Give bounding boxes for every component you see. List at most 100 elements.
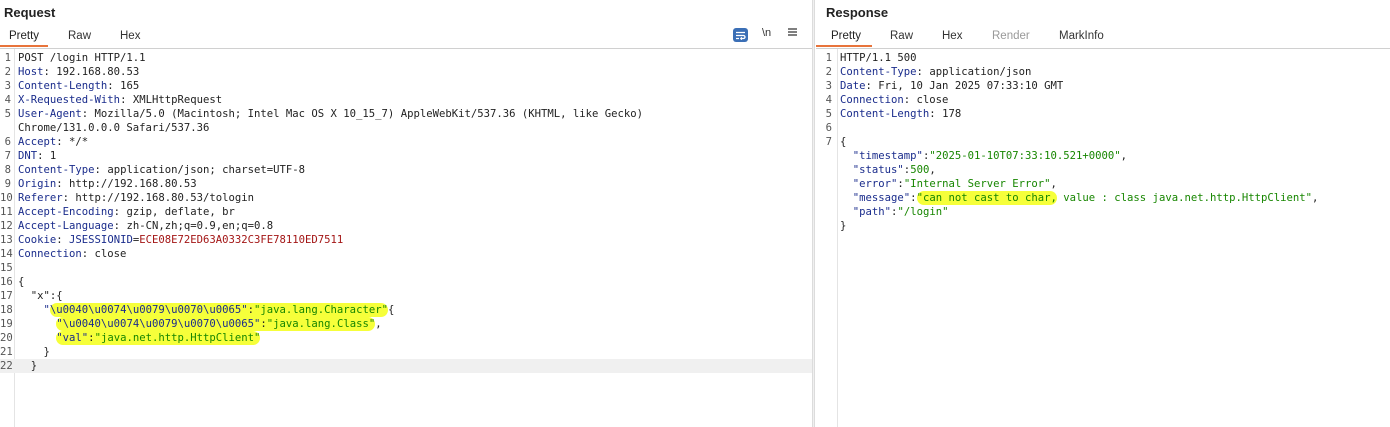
request-line: 15 [0,261,812,275]
header-separator: : [120,94,133,106]
highlighted-json-pair: \u0040\u0074\u0079\u0070\u0065":"java.la… [49,303,388,317]
line-code: { [840,135,846,149]
line-code: Origin: http://192.168.80.53 [18,177,197,191]
line-code: Cookie: JSESSIONID=ECE08E72ED63A0332C3FE… [18,233,343,247]
line-number: 10 [0,192,13,204]
json-value: value : class java.net.http.HttpClient" [1056,192,1313,204]
newline-toggle[interactable]: \n [762,27,772,39]
request-tabbar: Pretty Raw Hex \n [0,27,812,49]
response-line: 7{ [816,135,1390,149]
line-number: 7 [825,136,832,148]
hamburger-menu-icon[interactable] [787,27,798,37]
json-punct: , [375,318,382,330]
json-colon: : [903,164,911,176]
response-active-tab-indicator [816,45,872,47]
json-colon: : [922,150,930,162]
header-value: application/json; charset=UTF-8 [107,164,306,176]
header-value: close [916,94,949,106]
json-key: "error" [852,178,898,190]
line-code: Accept-Language: zh-CN,zh;q=0.9,en;q=0.8 [18,219,273,233]
header-name: User-Agent [18,108,82,120]
json-colon: : [260,318,267,330]
wrap-lines-icon[interactable] [733,28,748,42]
line-number: 12 [0,220,13,232]
code-text: } [18,346,50,358]
line-code: DNT: 1 [18,149,56,163]
header-value: 192.168.80.53 [56,66,140,78]
header-separator: : [865,80,879,92]
request-line: 12 Accept-Language: zh-CN,zh;q=0.9,en;q=0… [0,219,812,233]
line-code: X-Requested-With: XMLHttpRequest [18,93,222,107]
response-pane: Response Pretty Raw Hex Render MarkInfo … [816,0,1390,427]
line-code: "\u0040\u0074\u0079\u0070\u0065":"java.l… [18,303,394,317]
request-active-tab-indicator [0,45,48,47]
request-tab-hex[interactable]: Hex [120,30,141,42]
indent [840,164,853,176]
line-number: 15 [0,262,13,274]
line-code: User-Agent: Mozilla/5.0 (Macintosh; Inte… [18,107,643,121]
header-separator: : [107,80,121,92]
json-value: 500 [910,164,930,176]
header-value: close [94,248,127,260]
response-line: "status":500, [816,163,1390,177]
code-text: { [840,136,847,148]
header-value: http://192.168.80.53 [69,178,197,190]
request-line: 21 } [0,345,812,359]
line-code: "message":"can not cast to char, value :… [840,191,1318,205]
code-text: } [18,360,38,372]
request-tab-raw[interactable]: Raw [68,30,92,42]
line-number: 4 [4,94,11,106]
line-number: 5 [4,108,11,120]
response-tab-markinfo[interactable]: MarkInfo [1059,30,1104,42]
line-number: 17 [0,290,13,302]
header-name: Accept [18,136,57,148]
line-code: "val":"java.net.http.HttpClient" [18,331,261,345]
highlighted-json-pair: "\u0040\u0074\u0079\u0070\u0065":"java.l… [56,317,376,331]
json-value: "Internal Server Error" [903,178,1051,190]
json-key: "timestamp" [852,150,923,162]
header-value: 1 [49,150,57,162]
indent [840,178,853,190]
code-text: Chrome/131.0.0.0 Safari/537.36 [18,122,210,134]
header-value: */* [69,136,89,148]
line-number: 6 [4,136,11,148]
line-number: 1 [825,52,832,64]
request-line: 22 } [0,359,812,373]
json-punct: , [1120,150,1128,162]
pane-splitter[interactable] [812,0,815,427]
line-code: Content-Length: 178 [840,107,961,121]
response-tab-raw[interactable]: Raw [890,30,914,42]
json-colon: : [910,192,917,204]
response-tabbar: Pretty Raw Hex Render MarkInfo [816,27,1390,49]
line-number: 18 [0,304,13,316]
header-name: Connection [840,94,904,106]
line-number: 13 [0,234,13,246]
json-punct: , [1312,192,1319,204]
indent [18,304,44,316]
request-line: 16{ [0,275,812,289]
json-key: \u0040\u0074\u0079\u0070\u0065" [49,304,248,316]
header-separator: : [56,136,70,148]
json-value: "2025-01-10T07:33:10.521+0000" [929,150,1121,162]
header-value: 165 [120,80,140,92]
json-key: "message" [852,192,911,204]
indent [840,150,853,162]
response-tab-hex[interactable]: Hex [942,30,963,42]
line-number: 5 [825,108,832,120]
request-line: 4 X-Requested-With: XMLHttpRequest [0,93,812,107]
json-punct: { [387,304,395,316]
indent [18,318,56,330]
line-number: 1 [4,52,11,64]
request-tab-pretty[interactable]: Pretty [9,30,40,42]
json-string: "java.lang.Class" [266,318,376,330]
response-line: "timestamp":"2025-01-10T07:33:10.521+000… [816,149,1390,163]
response-tab-pretty[interactable]: Pretty [831,30,862,42]
